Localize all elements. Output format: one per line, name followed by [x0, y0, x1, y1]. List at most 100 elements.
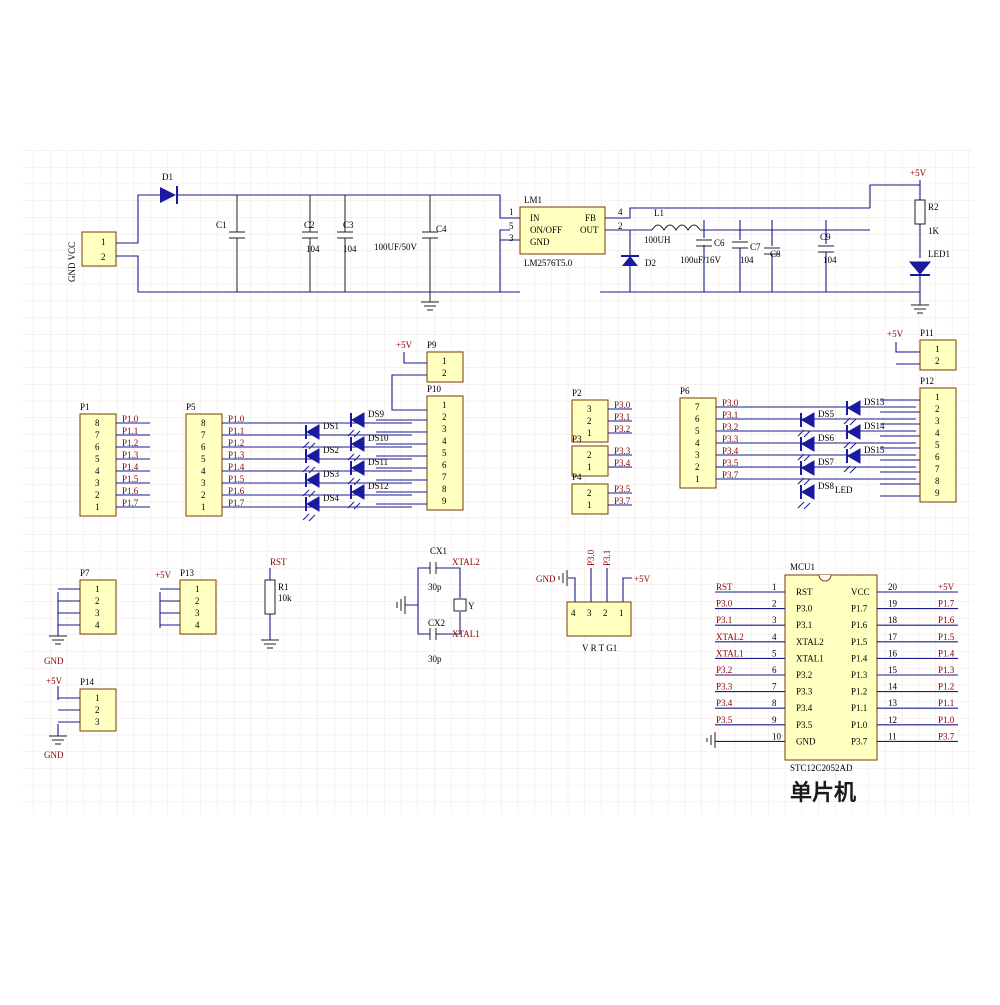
inductor-l1-icon: [651, 224, 701, 231]
regulator-pin: OUT: [580, 225, 599, 235]
pin-label: 7: [201, 430, 206, 440]
pin-label: 2: [201, 490, 206, 500]
regulator-ref: LM1: [524, 195, 542, 205]
pin-label: 1: [101, 237, 106, 247]
header-ref: P6: [680, 386, 690, 396]
rst-net-label: RST: [270, 557, 287, 567]
l1-label: L1: [654, 208, 664, 218]
pin-label: 1: [587, 462, 592, 472]
mcu-pin-num: 20: [888, 582, 898, 592]
pin-label: 4: [95, 620, 100, 630]
mcu-pin-num: 13: [888, 698, 898, 708]
net-label: P3.2: [722, 422, 738, 432]
pin-label: 2: [935, 404, 940, 414]
net-label: P3.1: [722, 410, 738, 420]
pin-label: 1: [587, 500, 592, 510]
led-icon: [351, 484, 365, 500]
ground-icon: [49, 635, 67, 645]
xtal1-net-label: XTAL1: [452, 629, 480, 639]
led-rays: [797, 501, 811, 510]
wire: [391, 352, 427, 411]
led-label: DS12: [368, 481, 389, 491]
header-ref: P1: [80, 402, 90, 412]
led-icon: [847, 400, 861, 416]
header-p4: [571, 483, 609, 515]
led-label: DS2: [323, 445, 339, 455]
net-label: +5V: [155, 570, 172, 580]
led-icon: [351, 460, 365, 476]
mcu-net-label: RST: [716, 582, 733, 592]
mcu-pin-name: XTAL2: [796, 637, 824, 647]
input-connector: [81, 231, 117, 267]
net-label: P1.3: [122, 450, 139, 460]
cx2-label: CX2: [428, 618, 445, 628]
led-rays: [347, 429, 361, 438]
net-label: P1.0: [122, 414, 139, 424]
ground-icon: [911, 304, 929, 314]
mcu-pin-name: P1.5: [851, 637, 868, 647]
mcu-net-label: P1.3: [938, 665, 955, 675]
prog-pin: 4: [571, 608, 576, 618]
led-rays: [797, 429, 811, 438]
plus5v-label: +5V: [910, 168, 927, 178]
header-ref: P9: [427, 340, 437, 350]
led-rays: [797, 477, 811, 486]
mcu-net-label: P1.4: [938, 648, 955, 658]
prog-label: V R T G1: [582, 643, 617, 653]
mcu-pin-name: P3.5: [796, 720, 813, 730]
ground-icon: [261, 639, 279, 649]
mcu-pin-name: VCC: [851, 587, 870, 597]
resistor-r1: [264, 579, 276, 615]
mcu-pin-name: P3.4: [796, 703, 813, 713]
led-rays: [302, 441, 316, 450]
led-icon: [801, 412, 815, 428]
mcu-pin-name: P3.0: [796, 604, 813, 614]
header-p11: [919, 339, 957, 371]
header-p6: [679, 397, 717, 489]
r2-value: 1K: [928, 226, 940, 236]
header-ref: P5: [186, 402, 196, 412]
pin-label: 2: [195, 596, 200, 606]
net-label: +5V: [887, 329, 904, 339]
led-icon: [801, 484, 815, 500]
resistor-r2: [914, 199, 926, 225]
mcu-part: STC12C2052AD: [790, 763, 853, 773]
pin-label: 7: [95, 430, 100, 440]
net-label: P1.7: [122, 498, 139, 508]
cx1-value: 30p: [428, 582, 442, 592]
mcu-pin-num: 5: [772, 648, 777, 658]
prog-connector: [566, 601, 632, 637]
pin-label: 3: [95, 478, 100, 488]
header-ref: P3: [572, 434, 582, 444]
header-ref: P4: [572, 472, 582, 482]
pin-label: 7: [695, 402, 700, 412]
pin-label: 4: [695, 438, 700, 448]
power-section: 1 2 GND VCC D1 C1 C2 104 C3 104 C4 100UF…: [67, 168, 950, 314]
led-icon: [351, 412, 365, 428]
regulator-part: LM2576T5.0: [524, 258, 573, 268]
net-label: P3.5: [614, 484, 631, 494]
mcu-net-label: P1.2: [938, 682, 954, 692]
c4-value: 100UF/50V: [374, 242, 418, 252]
led-icon: [306, 496, 320, 512]
led-label: DS10: [368, 433, 389, 443]
led-label: DS1: [323, 421, 339, 431]
mcu-notch: [818, 574, 832, 582]
led-label: DS15: [864, 445, 885, 455]
pin-label: 4: [935, 428, 940, 438]
mcu-pin-num: 1: [772, 582, 777, 592]
led-label: DS5: [818, 409, 835, 419]
led-label: DS13: [864, 397, 885, 407]
r1-value: 10k: [278, 593, 292, 603]
mcu-pin-name: P1.3: [851, 670, 868, 680]
pin-label: 6: [95, 442, 100, 452]
pin-label: 2: [695, 462, 700, 472]
led-rays: [843, 441, 857, 450]
prog-pin: 1: [619, 608, 624, 618]
pin-label: 3: [95, 717, 100, 727]
net-label: P3.7: [722, 470, 739, 480]
pin-label: 6: [201, 442, 206, 452]
pin-label: 1: [442, 400, 447, 410]
